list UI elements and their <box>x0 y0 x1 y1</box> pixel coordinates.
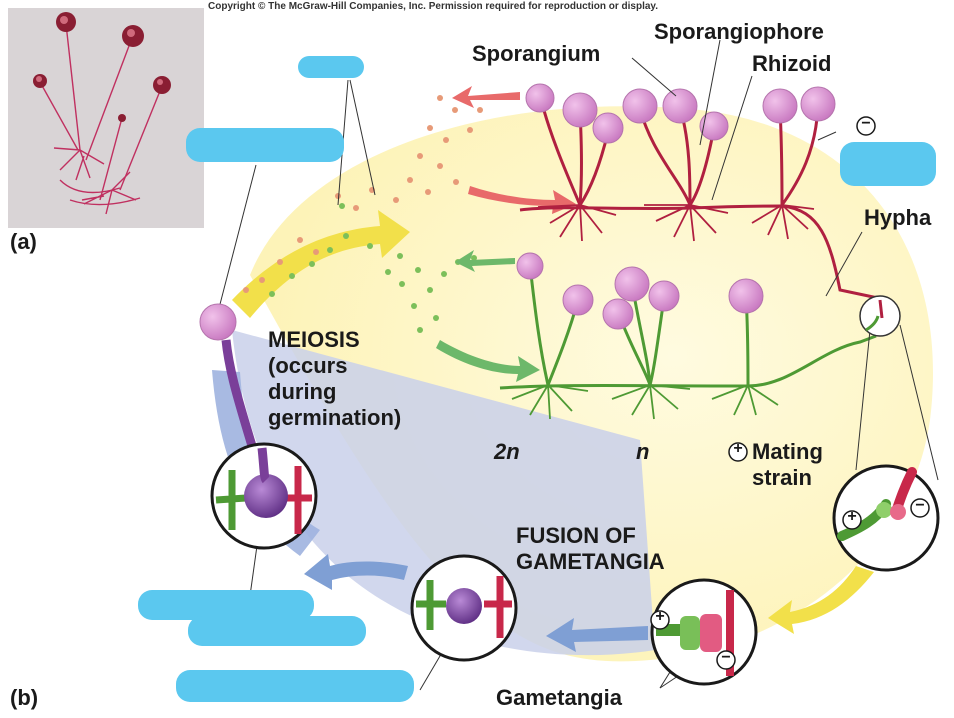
redacted-label-spores <box>298 56 364 78</box>
inset-mature-zygospore <box>210 442 318 550</box>
arrow-red-in <box>468 186 576 214</box>
redacted-label-zygosporangium-1 <box>138 590 314 620</box>
panel-label-a: (a) <box>10 229 37 254</box>
arrow-green-out <box>455 250 515 272</box>
label-fusion-1: FUSION OF <box>516 523 636 548</box>
arrow-blue-gametangia <box>546 618 648 652</box>
label-hypha: Hypha <box>864 205 932 230</box>
label-meiosis-4: germination) <box>268 405 402 430</box>
redacted-label-sporangium-a <box>186 128 344 162</box>
label-sporangium: Sporangium <box>472 41 601 66</box>
inset-gametangia <box>650 578 758 686</box>
panel-label-b: (b) <box>10 685 39 710</box>
photo-rhizopus <box>8 8 204 228</box>
label-gametangia: Gametangia <box>496 685 622 710</box>
label-mating-strain-2: strain <box>752 465 812 490</box>
label-fusion-2: GAMETANGIA <box>516 549 665 574</box>
redacted-label-zygosporangium-2 <box>188 616 366 646</box>
arrow-yellow-down <box>768 566 874 634</box>
arrow-blue-zygospore <box>304 554 408 590</box>
plus-sign-mating: + <box>733 440 743 457</box>
label-diploid-2n: 2n <box>494 439 520 464</box>
minus-strain-sporangia <box>525 83 836 144</box>
plus-sign-inset: + <box>847 508 857 525</box>
arrow-green-in <box>436 340 540 382</box>
label-sporangiophore: Sporangiophore <box>654 19 824 44</box>
inset-progametangia <box>832 464 940 572</box>
copyright-notice: Copyright © The McGraw-Hill Companies, I… <box>208 1 659 12</box>
redacted-label-zygospore <box>176 670 414 702</box>
leader-lines <box>217 39 939 691</box>
minus-sign-gametangia: − <box>721 649 731 666</box>
spore-cloud <box>243 95 483 333</box>
diploid-background <box>232 330 655 656</box>
plus-strain-sporangia <box>516 252 764 330</box>
spore-arrow-yellow <box>232 210 410 318</box>
inset-young-zygospore <box>410 554 518 662</box>
label-haploid-n: n <box>636 439 650 464</box>
plus-sign-gametangia: + <box>655 608 665 625</box>
redacted-label-mating-strain <box>840 142 936 186</box>
label-meiosis-3: during <box>268 379 337 404</box>
plus-minus-markers <box>650 116 930 670</box>
label-meiosis-2: (occurs <box>268 353 348 378</box>
label-rhizoid: Rhizoid <box>752 51 832 76</box>
minus-sign-inset: − <box>915 497 925 514</box>
minus-sign-top: − <box>861 115 871 132</box>
label-mating-strain-1: Mating <box>752 439 823 464</box>
label-meiosis-1: MEIOSIS <box>268 327 360 352</box>
arrow-red-out <box>452 86 520 108</box>
inset-hypha-contact <box>859 295 901 337</box>
